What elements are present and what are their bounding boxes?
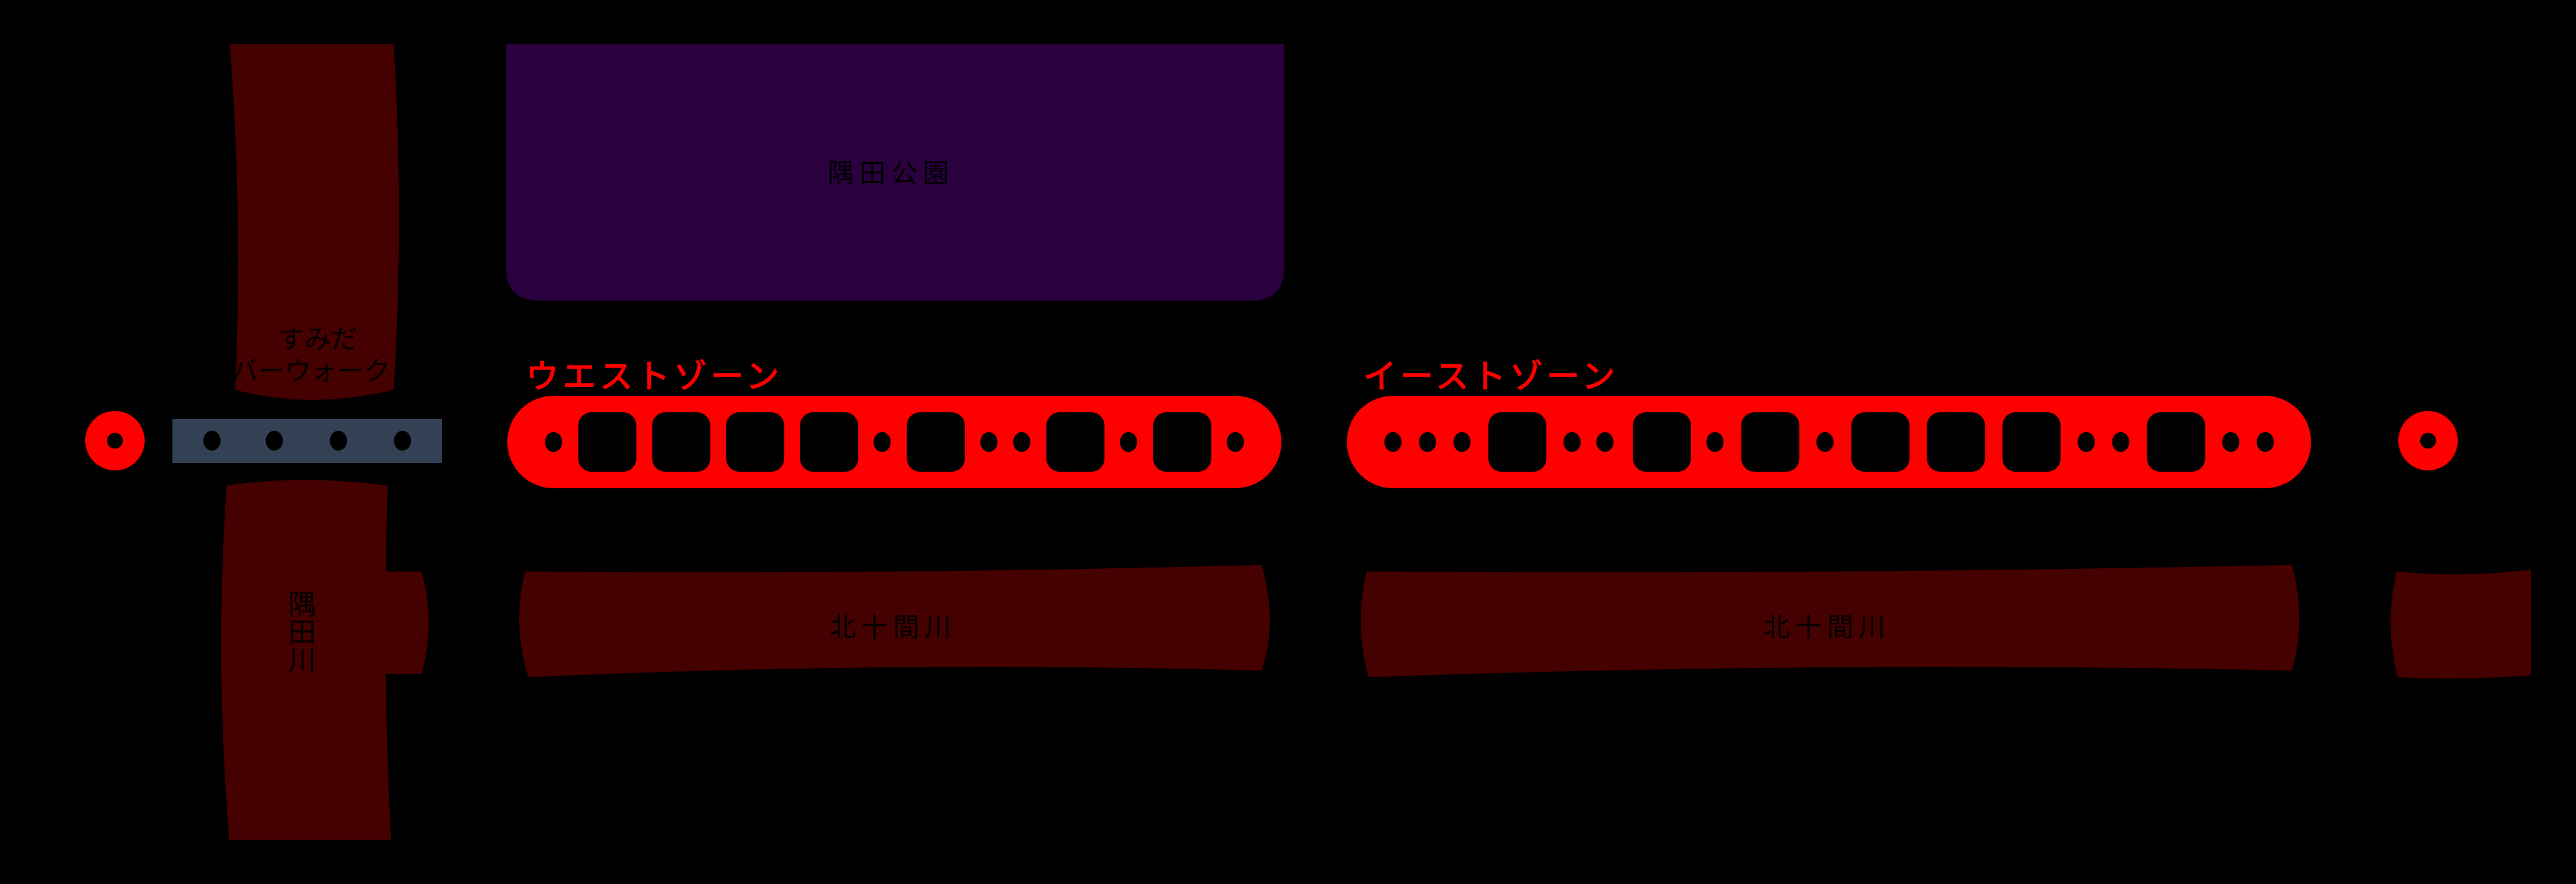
sumida-park: [506, 44, 1284, 301]
east-canal-label: 北十間川: [1764, 612, 1890, 643]
train-window-small: [2222, 432, 2240, 452]
train-window: [1927, 412, 1986, 472]
station-marker-icon[interactable]: [85, 411, 145, 470]
train-window-small: [1816, 432, 1834, 452]
walkway-dot: [203, 431, 221, 451]
train-window: [1488, 412, 1547, 472]
train-window-small: [1563, 432, 1581, 452]
sumida-river-south: [221, 480, 391, 840]
train-window-small: [1596, 432, 1614, 452]
train-window: [1741, 412, 1800, 472]
train-window: [2002, 412, 2061, 472]
train-window-small: [1453, 432, 1471, 452]
west-zone-label: ウエストゾーン: [526, 357, 783, 396]
train-window: [726, 412, 785, 472]
east-canal-end: [2390, 570, 2531, 679]
west-canal: [519, 565, 1270, 677]
train-window-small: [873, 432, 891, 452]
train-window: [578, 412, 637, 472]
train-window: [1851, 412, 1910, 472]
train-window-small: [2077, 432, 2095, 452]
train-window-small: [2256, 432, 2274, 452]
park-label: 隅田公園: [828, 159, 954, 189]
east-zone-label: イーストゾーン: [1363, 357, 1619, 396]
train-window: [906, 412, 965, 472]
walkway-label-line1: すみだ: [278, 324, 357, 355]
river-label: 隅田川: [284, 590, 316, 673]
walkway-dot: [266, 431, 283, 451]
train-window-small: [1120, 432, 1137, 452]
train-window-small: [1384, 432, 1402, 452]
train-window-small: [545, 432, 563, 452]
walkway-dot: [394, 431, 411, 451]
train-window-small: [980, 432, 998, 452]
train-window: [2147, 412, 2205, 472]
train-window: [1633, 412, 1692, 472]
train-window: [652, 412, 711, 472]
train-window: [1046, 412, 1105, 472]
train-window-small: [1227, 432, 1244, 452]
east-canal: [1361, 565, 2299, 677]
train-window-small: [1706, 432, 1724, 452]
river-inlet: [383, 571, 429, 674]
walkway-label-line2: リバーウォーク: [235, 356, 390, 387]
train-window-small: [1419, 432, 1437, 452]
walkway-label: すみだ リバーウォーク: [235, 324, 400, 387]
sumida-river-north: [230, 44, 399, 400]
station-marker-icon[interactable]: [2398, 411, 2458, 470]
train-window: [800, 412, 859, 472]
train-window-small: [2112, 432, 2129, 452]
walkway-dot: [330, 431, 347, 451]
train-window: [1153, 412, 1211, 472]
train-window-small: [1013, 432, 1030, 452]
west-canal-label: 北十間川: [830, 612, 956, 643]
